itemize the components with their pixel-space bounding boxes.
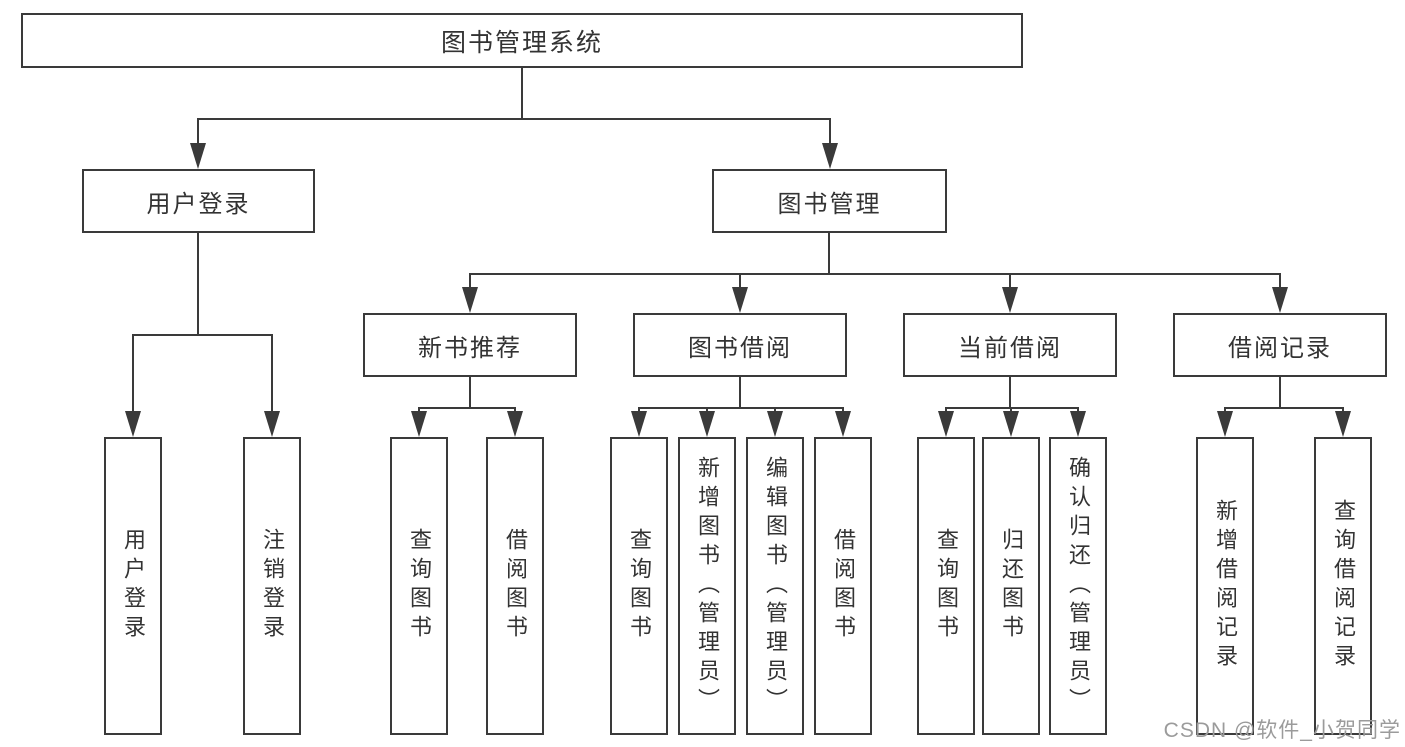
connector-arrow-shaft: [774, 407, 776, 411]
leaf-query-borrow-record: 查询借阅记录: [1314, 437, 1372, 735]
leaf-query-book-current: 查询图书: [917, 437, 975, 735]
leaf-add-borrow-record: 新增借阅记录: [1196, 437, 1254, 735]
arrow-down-icon: [1002, 287, 1018, 313]
leaf-logout: 注销登录: [243, 437, 301, 735]
arrow-down-icon: [732, 287, 748, 313]
leaf-return-book-label: 归还图书: [999, 528, 1024, 644]
node-user-login: 用户登录: [82, 169, 315, 233]
arrow-down-icon: [411, 411, 427, 437]
node-current-borrowing: 当前借阅: [903, 313, 1117, 377]
leaf-query-book-borrowing: 查询图书: [610, 437, 668, 735]
leaf-query-book-recommend: 查询图书: [390, 437, 448, 735]
connector-arrow-shaft: [1009, 273, 1011, 287]
node-new-book-recommend: 新书推荐: [363, 313, 577, 377]
connector-arrow-shaft: [829, 118, 831, 143]
node-book-borrowing: 图书借阅: [633, 313, 847, 377]
leaf-add-borrow-record-label: 新增借阅记录: [1213, 499, 1238, 673]
leaf-borrow-book-label: 借阅图书: [831, 528, 856, 644]
arrow-down-icon: [1272, 287, 1288, 313]
leaf-query-book-recommend-label: 查询图书: [407, 528, 432, 644]
connector-arrow-shaft: [739, 273, 741, 287]
arrow-down-icon: [1217, 411, 1233, 437]
connector-borrowing-rail: [638, 407, 844, 409]
leaf-user-login-label: 用户登录: [121, 528, 146, 644]
node-library-management-system: 图书管理系统: [21, 13, 1023, 68]
connector-root-stem: [521, 68, 523, 118]
connector-arrow-shaft: [1342, 407, 1344, 411]
arrow-down-icon: [767, 411, 783, 437]
connector-arrow-shaft: [1224, 407, 1226, 411]
leaf-confirm-return-admin: 确认归还（管理员）: [1049, 437, 1107, 735]
connector-arrow-shaft: [271, 334, 273, 411]
connector-arrow-shaft: [706, 407, 708, 411]
arrow-down-icon: [631, 411, 647, 437]
connector-arrow-shaft: [418, 407, 420, 411]
arrow-down-icon: [462, 287, 478, 313]
leaf-borrow-book-recommend: 借阅图书: [486, 437, 544, 735]
connector-current-rail: [945, 407, 1079, 409]
leaf-query-book-borrowing-label: 查询图书: [627, 528, 652, 644]
connector-arrow-shaft: [842, 407, 844, 411]
connector-current-stem: [1009, 377, 1011, 407]
arrow-down-icon: [822, 143, 838, 169]
connector-arrow-shaft: [514, 407, 516, 411]
connector-arrow-shaft: [197, 118, 199, 143]
leaf-return-book: 归还图书: [982, 437, 1040, 735]
connector-bookmgmt-stem: [828, 233, 830, 273]
leaf-add-book-admin-label: 新增图书（管理员）: [695, 455, 720, 717]
connector-arrow-shaft: [469, 273, 471, 287]
node-book-management: 图书管理: [712, 169, 947, 233]
arrow-down-icon: [1070, 411, 1086, 437]
leaf-query-borrow-record-label: 查询借阅记录: [1331, 499, 1356, 673]
connector-arrow-shaft: [132, 334, 134, 411]
connector-arrow-shaft: [1077, 407, 1079, 411]
arrow-down-icon: [835, 411, 851, 437]
leaf-logout-label: 注销登录: [260, 528, 285, 644]
connector-newrec-stem: [469, 377, 471, 407]
arrow-down-icon: [1003, 411, 1019, 437]
arrow-down-icon: [190, 143, 206, 169]
connector-bookmgmt-rail: [469, 273, 1281, 275]
node-borrowing-records: 借阅记录: [1173, 313, 1387, 377]
connector-userlogin-rail: [132, 334, 273, 336]
arrow-down-icon: [264, 411, 280, 437]
leaf-edit-book-admin-label: 编辑图书（管理员）: [763, 455, 788, 717]
connector-records-rail: [1224, 407, 1344, 409]
connector-newrec-rail: [418, 407, 516, 409]
leaf-confirm-return-admin-label: 确认归还（管理员）: [1066, 455, 1091, 717]
connector-root-rail: [197, 118, 831, 120]
arrow-down-icon: [1335, 411, 1351, 437]
leaf-borrow-book-recommend-label: 借阅图书: [503, 528, 528, 644]
arrow-down-icon: [938, 411, 954, 437]
leaf-edit-book-admin: 编辑图书（管理员）: [746, 437, 804, 735]
connector-records-stem: [1279, 377, 1281, 407]
connector-arrow-shaft: [945, 407, 947, 411]
watermark: CSDN @软件_小贺同学: [1163, 719, 1401, 742]
connector-arrow-shaft: [638, 407, 640, 411]
connector-arrow-shaft: [1010, 407, 1012, 411]
arrow-down-icon: [507, 411, 523, 437]
leaf-borrow-book: 借阅图书: [814, 437, 872, 735]
connector-userlogin-stem: [197, 233, 199, 334]
arrow-down-icon: [125, 411, 141, 437]
connector-borrowing-stem: [739, 377, 741, 407]
arrow-down-icon: [699, 411, 715, 437]
leaf-add-book-admin: 新增图书（管理员）: [678, 437, 736, 735]
leaf-user-login: 用户登录: [104, 437, 162, 735]
leaf-query-book-current-label: 查询图书: [934, 528, 959, 644]
connector-arrow-shaft: [1279, 273, 1281, 287]
